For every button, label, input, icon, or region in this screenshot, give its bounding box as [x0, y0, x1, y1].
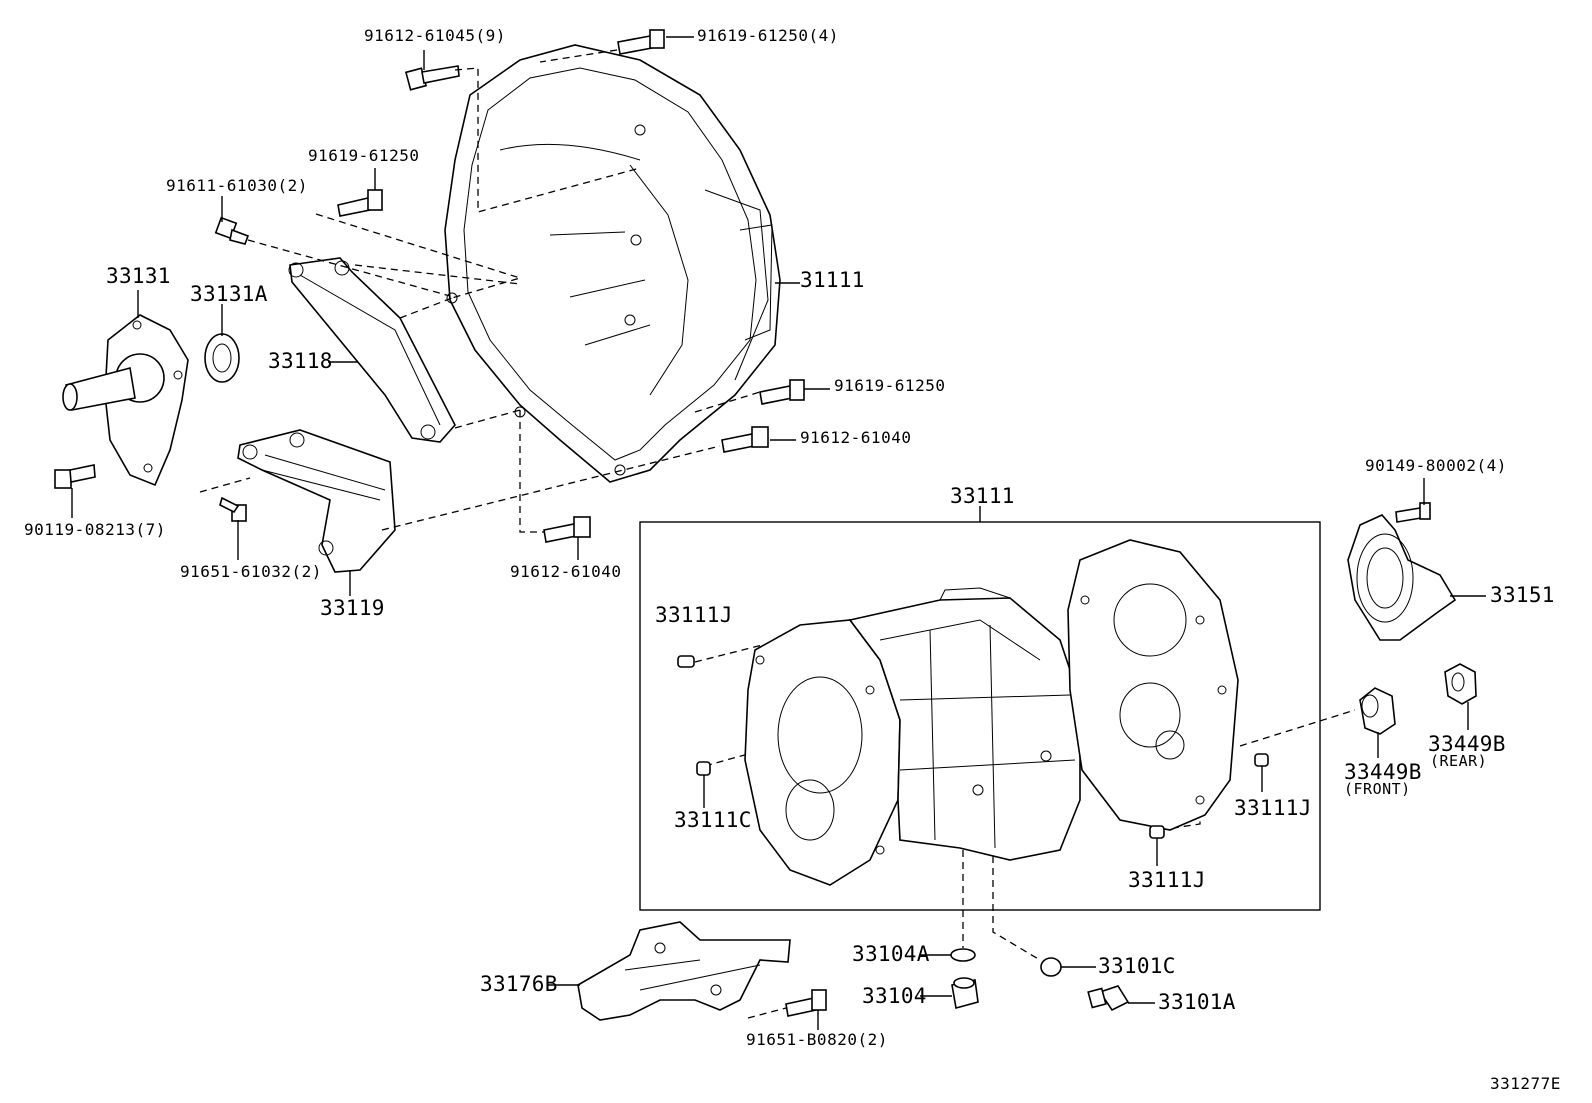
label-part-33119: 33119 [320, 596, 385, 620]
bolt-91611-61030[interactable] [214, 216, 250, 245]
bolt-91612-61045[interactable] [404, 65, 460, 91]
label-bolt-91619-61250-upper: 91619-61250 [308, 146, 420, 165]
label-bolt-91612-61040-bottom: 91612-61040 [510, 562, 622, 581]
bolt-91651-B0820[interactable] [785, 989, 827, 1017]
ring-33101C[interactable] [1040, 957, 1062, 977]
label-case-33111: 33111 [950, 484, 1015, 508]
pin-33111J-left[interactable] [677, 655, 695, 668]
bolt-90149-80002[interactable] [1395, 502, 1431, 523]
label-part-33449B-front: 33449B [1344, 760, 1422, 784]
label-part-33176B: 33176B [480, 972, 558, 996]
bushing-33449B-front[interactable] [1359, 687, 1396, 735]
label-part-33449B-rear: 33449B [1428, 732, 1506, 756]
bolt-91612-61040-bottom[interactable] [543, 516, 591, 543]
illustration-code: 331277E [1490, 1074, 1561, 1093]
label-bolt-90149-80002: 90149-80002(4) [1365, 456, 1507, 475]
intermediate-plate[interactable] [1067, 539, 1239, 831]
label-part-33104: 33104 [862, 984, 927, 1008]
bracket-33176B[interactable] [577, 921, 791, 1021]
transmission-case-33111[interactable] [744, 587, 1081, 886]
bolt-91619-61250-right[interactable] [759, 379, 805, 405]
label-rear-note: (REAR) [1430, 752, 1488, 770]
label-bolt-91612-61040-right: 91612-61040 [800, 428, 912, 447]
label-part-33104A: 33104A [852, 942, 930, 966]
label-leaders [71, 36, 1486, 1030]
label-bolt-91619-61250-qty4: 91619-61250(4) [697, 26, 839, 45]
pin-33111C[interactable] [696, 761, 711, 776]
rear-retainer-33151[interactable] [1347, 514, 1457, 641]
bolt-91619-61250-top[interactable] [617, 29, 665, 55]
label-bolt-91651-B0820: 91651-B0820(2) [746, 1030, 888, 1049]
plug-33101A[interactable] [1087, 985, 1130, 1012]
label-part-33101A: 33101A [1158, 990, 1236, 1014]
label-part-33131A: 33131A [190, 282, 268, 306]
label-bolt-91619-61250-lower: 91619-61250 [834, 376, 946, 395]
label-part-33101C: 33101C [1098, 954, 1176, 978]
label-part-33111C: 33111C [674, 808, 752, 832]
label-part-33131: 33131 [106, 264, 171, 288]
bushing-33449B-rear[interactable] [1444, 663, 1477, 705]
bolt-91619-61250-mid[interactable] [337, 189, 383, 217]
label-bolt-91611-61030: 91611-61030(2) [166, 176, 308, 195]
bracket-33119[interactable] [237, 429, 396, 573]
label-part-33151: 33151 [1490, 583, 1555, 607]
bolt-91651-61032[interactable] [219, 496, 247, 522]
bolt-91612-61040-right[interactable] [721, 426, 769, 453]
bracket-33118[interactable] [288, 257, 456, 443]
label-pin-33111J-left: 33111J [655, 603, 733, 627]
pin-33111J-right[interactable] [1254, 753, 1269, 767]
oil-seal-33131A[interactable] [204, 333, 240, 383]
bolt-90119-08213[interactable] [54, 464, 96, 489]
bearing-retainer-33131[interactable] [62, 314, 189, 487]
label-front-note: (FRONT) [1344, 780, 1411, 798]
label-pin-33111J-right: 33111J [1234, 796, 1312, 820]
label-pin-33111J-bottom: 33111J [1128, 868, 1206, 892]
label-housing-31111: 31111 [800, 268, 865, 292]
clutch-housing-31111[interactable] [444, 44, 781, 483]
label-bolt-90119-08213: 90119-08213(7) [24, 520, 166, 539]
label-bolt-91612-61045: 91612-61045(9) [364, 26, 506, 45]
label-part-33118: 33118 [268, 349, 333, 373]
pin-33111J-bottom[interactable] [1149, 825, 1165, 839]
o-ring-33104A[interactable] [950, 948, 976, 962]
label-bolt-91651-61032: 91651-61032(2) [180, 562, 322, 581]
plug-33104[interactable] [951, 977, 979, 1010]
